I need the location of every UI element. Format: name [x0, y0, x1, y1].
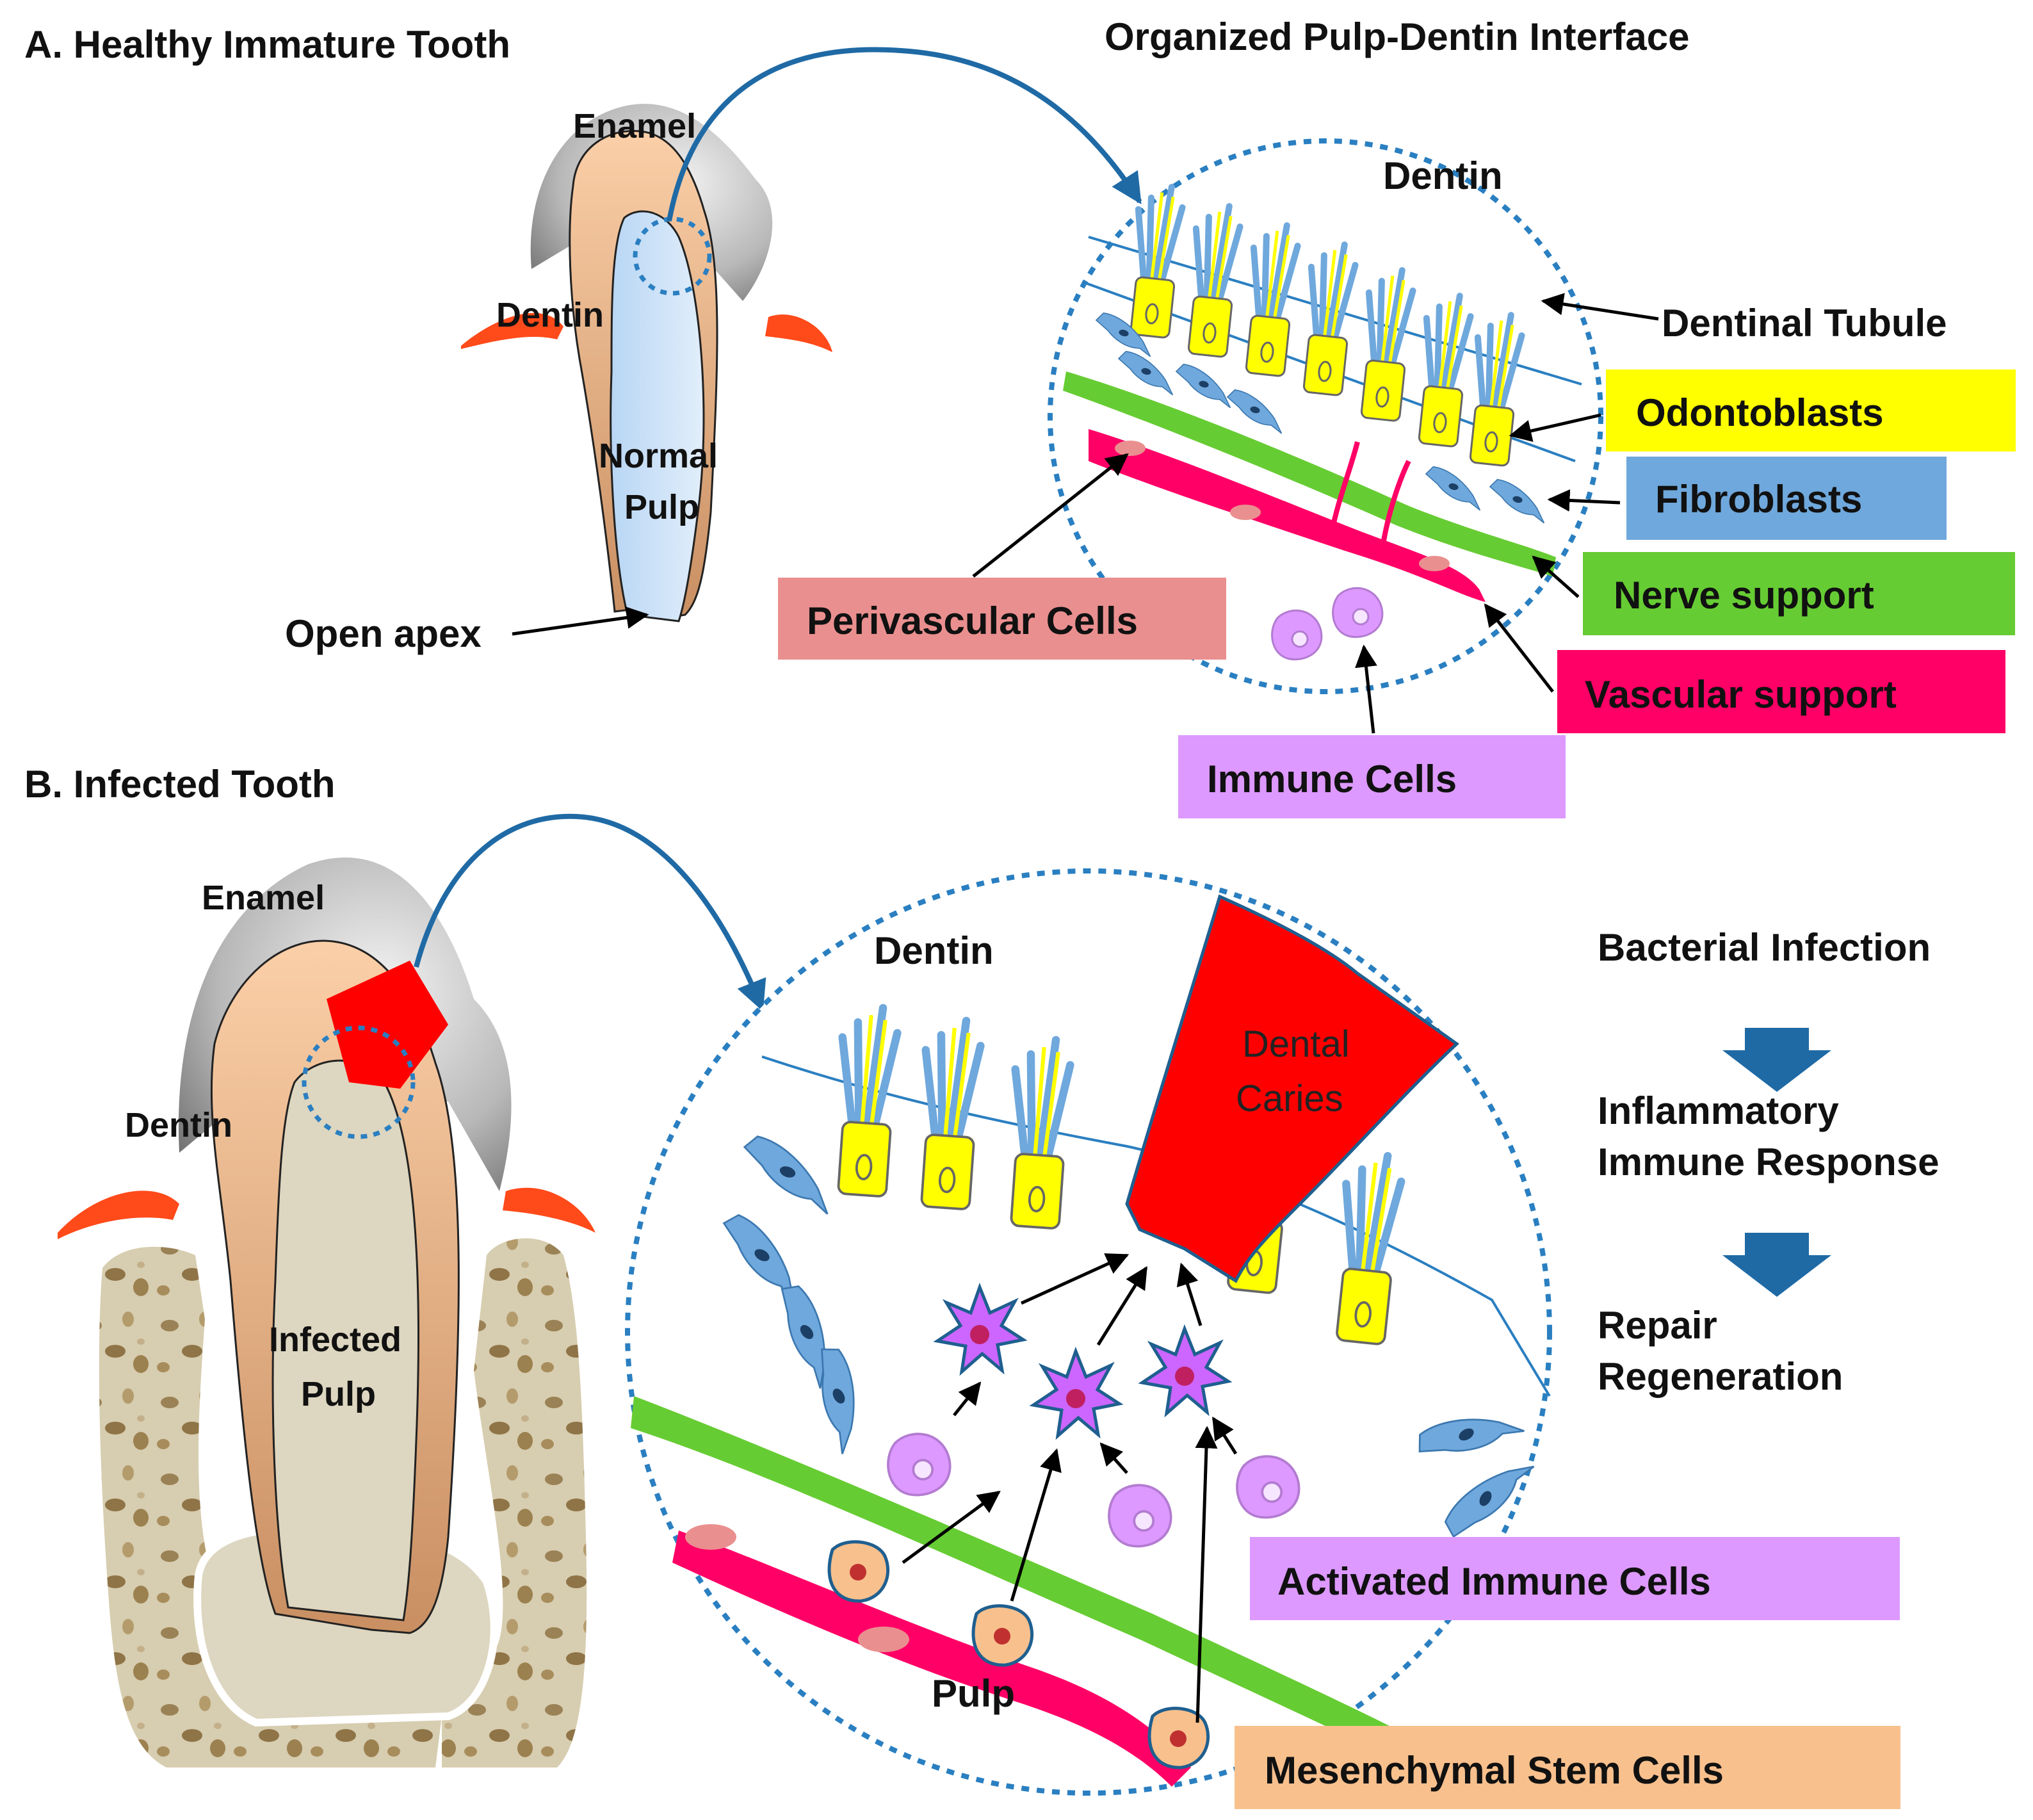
perivascular-cells-arrow — [972, 453, 1129, 578]
tooth-a-enamel-label: Enamel — [573, 107, 696, 145]
inset-a-capillary-1 — [1329, 441, 1360, 532]
process-arrow-2 — [1722, 1233, 1831, 1297]
inset-b — [625, 868, 1552, 1796]
nerve-support-legend-box — [1583, 552, 2015, 635]
migration-arrow-3 — [1010, 1448, 1062, 1602]
perivascular-cells-legend-label: Perivascular Cells — [807, 599, 1138, 642]
inset-b-immune-cell-2 — [1108, 1484, 1172, 1548]
inset-a-vessel — [1089, 429, 1486, 602]
migration-arrow-9 — [1176, 1262, 1203, 1326]
panel-a-title: A. Healthy Immature Tooth — [24, 23, 510, 66]
zoom-arrow-b — [414, 813, 766, 1012]
migration-arrow-2 — [902, 1490, 1001, 1564]
activated-immune-cells-legend-label: Activated Immune Cells — [1277, 1560, 1711, 1603]
inset-a-perivascular-2 — [1230, 505, 1261, 520]
fibroblasts-legend-label: Fibroblasts — [1655, 478, 1862, 521]
infected-tooth — [58, 857, 595, 1767]
inset-b-vessel — [672, 1531, 1191, 1787]
tooth-b-pulp-label-2: Pulp — [301, 1375, 376, 1413]
apex-arrow — [512, 606, 649, 636]
process-step-3-line1: Repair — [1598, 1304, 1717, 1347]
inset-b-caries-label-2: Caries — [1236, 1078, 1343, 1119]
vascular-support-legend-label: Vascular support — [1585, 673, 1897, 716]
perivascular-cells-legend-box — [778, 578, 1226, 660]
bone-left — [99, 1246, 442, 1767]
mesenchymal-stem-cells-legend-label: Mesenchymal Stem Cells — [1265, 1749, 1724, 1792]
activated-immune-cells-legend-box — [1250, 1537, 1900, 1620]
inset-b-msc-2 — [973, 1606, 1032, 1665]
odontoblasts-arrow — [1509, 413, 1601, 443]
gingiva-b-right — [503, 1187, 595, 1233]
gingiva-b-left — [58, 1190, 179, 1239]
inset-a-perivascular-3 — [1419, 556, 1450, 571]
pulp-b — [271, 1059, 419, 1621]
inset-a-dentin-label: Dentin — [1383, 154, 1503, 197]
inset-b-perivascular-1 — [685, 1524, 736, 1550]
inset-b-dentin-label: Dentin — [874, 929, 994, 972]
immune-cells-arrow — [1355, 644, 1377, 734]
immune-cells-legend-box — [1178, 735, 1566, 818]
inset-a-immune-cell-1 — [1271, 609, 1323, 661]
inset-b-circle — [625, 868, 1552, 1796]
inset-b-perivascular-2 — [858, 1627, 909, 1652]
nerve-support-legend-label: Nerve support — [1614, 574, 1874, 617]
inset-a-perivascular-1 — [1115, 441, 1146, 456]
inset-a-nerve — [1063, 371, 1556, 576]
inset-b-caries — [1125, 894, 1459, 1283]
caries-b — [327, 961, 448, 1089]
gingiva-left — [461, 313, 563, 349]
inset-b-immune-cell-3 — [1236, 1455, 1300, 1519]
tooth-b-dentin-label: Dentin — [125, 1106, 232, 1144]
migration-arrow-6 — [1195, 1426, 1218, 1723]
inset-b-caries-label-1: Dental — [1242, 1023, 1350, 1065]
migration-arrow-4 — [1099, 1442, 1128, 1474]
mesenchymal-stem-cells-legend-box — [1235, 1726, 1900, 1809]
vascular-support-legend-box — [1557, 650, 2005, 733]
panel-a-inset-title: Organized Pulp-Dentin Interface — [1105, 15, 1689, 58]
tooth-a-dentin-label: Dentin — [496, 296, 604, 334]
tooth-b-enamel-label: Enamel — [202, 879, 325, 917]
panel-b-title: B. Infected Tooth — [24, 763, 336, 806]
process-step-2-line2: Immune Response — [1598, 1141, 1939, 1183]
healthy-tooth — [461, 104, 832, 622]
tooth-b-pulp-label-1: Infected — [269, 1320, 401, 1359]
fibroblasts-arrow — [1547, 489, 1621, 512]
migration-arrow-7 — [1020, 1253, 1130, 1305]
odontoblasts-legend-label: Odontoblasts — [1636, 391, 1884, 434]
inset-a-capillary-2 — [1381, 460, 1411, 545]
odontoblasts-legend-box — [1606, 370, 2016, 451]
process-step-3-line2: Regeneration — [1598, 1355, 1843, 1398]
immune-cells-legend-label: Immune Cells — [1207, 758, 1457, 800]
process-arrow-1 — [1722, 1028, 1831, 1092]
inset-b-pulp-label: Pulp — [932, 1672, 1015, 1715]
dentinal-tubule-arrow — [1541, 293, 1659, 321]
migration-arrow-8 — [1096, 1266, 1148, 1346]
gingiva-right — [765, 314, 832, 352]
tooth-a-pulp-label-2: Pulp — [624, 488, 699, 526]
process-step-1: Bacterial Infection — [1598, 926, 1931, 969]
bone-right — [442, 1238, 587, 1767]
migration-arrow-5 — [1211, 1417, 1238, 1455]
inset-b-immune-cell-1 — [887, 1433, 952, 1497]
tooth-a-pulp-label-1: Normal — [599, 437, 718, 475]
zoom-region-b — [302, 1025, 416, 1139]
zoom-region-a — [633, 216, 712, 296]
inset-b-msc-3 — [1149, 1709, 1208, 1767]
tooth-a-apex-label: Open apex — [285, 612, 482, 655]
inset-b-nerve — [631, 1396, 1396, 1755]
pulp-a — [610, 210, 705, 622]
zoom-arrow-a — [667, 47, 1142, 222]
inset-b-msc-1 — [829, 1542, 888, 1601]
dentinal-tubule-label: Dentinal Tubule — [1662, 302, 1947, 345]
fibroblasts-legend-box — [1626, 457, 1947, 540]
process-step-2-line1: Inflammatory — [1598, 1089, 1839, 1132]
inset-a — [1048, 138, 1603, 694]
migration-arrow-1 — [953, 1381, 982, 1417]
inset-a-immune-cell-2 — [1332, 587, 1384, 638]
nerve-support-arrow — [1532, 555, 1580, 598]
vascular-support-arrow — [1484, 603, 1554, 693]
